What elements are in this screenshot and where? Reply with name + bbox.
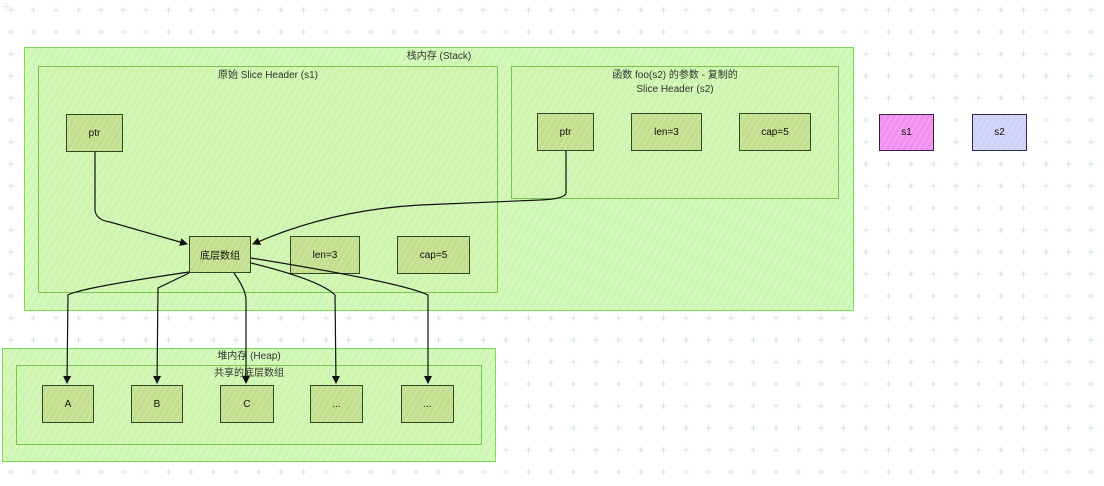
legend-s1[interactable]: s1 <box>879 114 934 151</box>
s2-cap-node[interactable]: cap=5 <box>739 113 811 151</box>
s1-ptr-node[interactable]: ptr <box>66 114 123 152</box>
s1-cap-node[interactable]: cap=5 <box>397 236 470 274</box>
s2-ptr-arrow <box>252 151 567 245</box>
underlying-array-node[interactable]: 底层数组 <box>189 236 251 273</box>
heap-element-3[interactable]: ... <box>310 385 363 423</box>
array-to-element-4 <box>250 257 432 384</box>
array-to-element-1 <box>153 272 190 384</box>
s2-header-title-line1: 函数 foo(s2) 的参数 - 复制的 <box>612 70 738 81</box>
s1-header-title: 原始 Slice Header (s1) <box>217 70 319 81</box>
s2-len-node[interactable]: len=3 <box>631 113 702 151</box>
array-to-element-3 <box>250 262 340 384</box>
s2-header-title-line2: Slice Header (s2) <box>636 84 714 95</box>
heap-element-4[interactable]: ... <box>401 385 454 423</box>
heap-element-1[interactable]: B <box>131 385 183 423</box>
heap-element-2[interactable]: C <box>220 385 274 423</box>
array-to-element-2 <box>233 272 250 384</box>
shared-array-title: 共享的底层数组 <box>214 368 284 379</box>
s1-ptr-arrow <box>94 152 188 246</box>
stack-title: 栈内存 (Stack) <box>406 51 472 62</box>
heap-title: 堆内存 (Heap) <box>217 351 281 362</box>
s2-ptr-node[interactable]: ptr <box>537 113 594 151</box>
legend-s2[interactable]: s2 <box>972 114 1027 151</box>
array-to-element-0 <box>63 271 190 384</box>
s1-len-node[interactable]: len=3 <box>290 236 360 274</box>
heap-element-0[interactable]: A <box>42 385 94 423</box>
